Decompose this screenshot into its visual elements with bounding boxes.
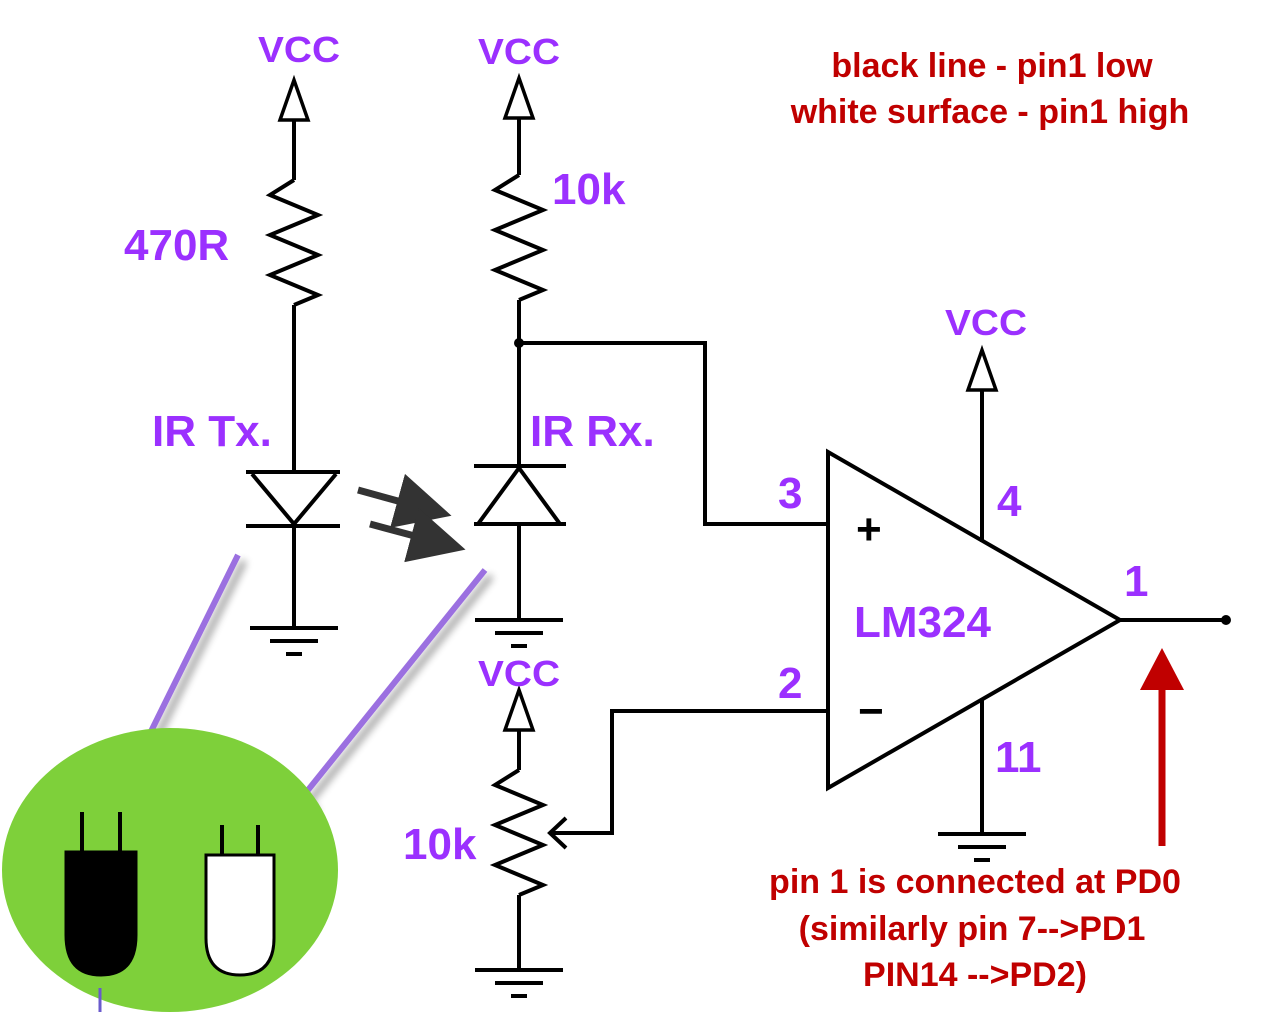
ir-rx-label: IR Rx. [530, 407, 655, 456]
ground-rx-icon [475, 618, 563, 648]
vcc-pot-label: VCC [478, 653, 560, 694]
pot-branch [475, 684, 828, 998]
output-pointer-arrow-icon [1140, 648, 1184, 846]
sensor-board [2, 728, 338, 1012]
potentiometer-icon [489, 768, 549, 897]
ir-led-white-icon [204, 825, 276, 977]
ground-tx-icon [250, 626, 338, 656]
ir-tx-diode-icon [246, 470, 340, 528]
opamp-label: LM324 [854, 598, 991, 647]
pin-11-label: 11 [995, 733, 1042, 782]
ir-emission-arrows-icon [357, 473, 466, 563]
vcc-tx-label: VCC [258, 29, 340, 70]
opamp-triangle-icon [826, 448, 1125, 792]
note-pin14-pd2: PIN14 -->PD2) [863, 956, 1087, 994]
ground-opamp-icon [938, 832, 1026, 862]
vcc-opamp-label: VCC [945, 302, 1027, 343]
vcc-opamp-arrow-icon [965, 344, 999, 392]
pin-4-label: 4 [997, 477, 1022, 526]
pin-1-label: 1 [1124, 557, 1148, 606]
resistor-470r-icon [264, 178, 324, 307]
vcc-pot-arrow-icon [502, 684, 536, 732]
resistor-10k-rx-icon [489, 173, 549, 302]
vcc-rx-label: VCC [478, 31, 560, 72]
note-black-line: black line - pin1 low [831, 47, 1153, 85]
vcc-tx-arrow-icon [277, 74, 311, 122]
ground-pot-icon [475, 968, 563, 998]
resistor-rx-label: 10k [552, 165, 626, 214]
note-pin7-pd1: (similarly pin 7-->PD1 [799, 910, 1146, 948]
vcc-rx-arrow-icon [502, 72, 536, 120]
potentiometer-label: 10k [403, 820, 477, 869]
opamp-plus-sign: + [856, 505, 882, 554]
sensor-board-icon [2, 728, 338, 1012]
ir-rx-diode-icon [474, 464, 566, 526]
resistor-tx-label: 470R [124, 221, 229, 270]
pin-2-label: 2 [778, 659, 802, 708]
ir-tx-label: IR Tx. [152, 407, 272, 456]
note-white-surface: white surface - pin1 high [790, 93, 1190, 131]
opamp-minus-sign: − [858, 687, 884, 736]
opamp-lm324 [826, 344, 1231, 862]
pin-3-label: 3 [778, 469, 802, 518]
rx-branch [474, 72, 828, 648]
ir-led-black-icon [64, 812, 138, 1012]
note-pin1-pd0: pin 1 is connected at PD0 [769, 863, 1181, 901]
tx-branch [246, 74, 340, 656]
output-node-icon [1221, 615, 1231, 625]
